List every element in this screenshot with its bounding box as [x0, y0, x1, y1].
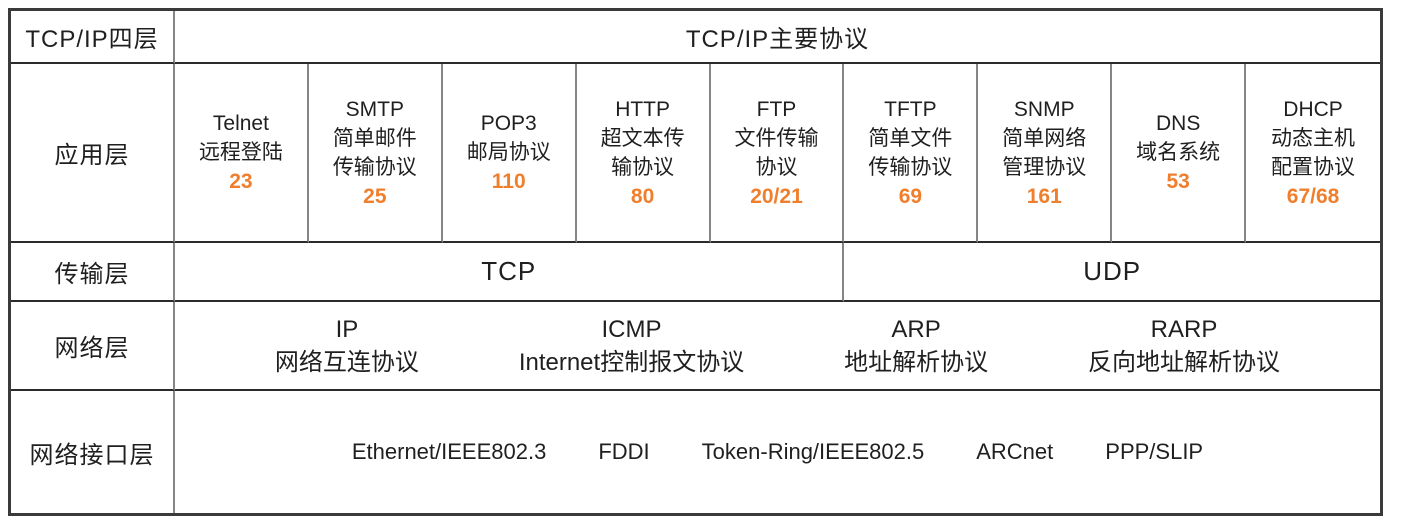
interface-item-fddi: FDDI — [598, 439, 650, 464]
protocol-port: 110 — [491, 170, 526, 193]
protocol-name: POP3 — [480, 112, 537, 135]
protocol-description: 网络互连协议 — [274, 348, 419, 376]
tcp-cell: TCP — [175, 243, 845, 302]
protocol-description: 简单文件 传输协议 — [868, 126, 953, 179]
protocol-name: IP — [335, 315, 359, 343]
protocol-name: HTTP — [615, 97, 671, 121]
network-layer-label: 网络层 — [11, 302, 175, 391]
protocol-cell-telnet: Telnet 远程登陆 23 — [175, 64, 309, 243]
transport-layer-label: 传输层 — [11, 243, 175, 302]
network-protocol-ip: IP 网络互连协议 — [275, 313, 419, 379]
protocol-port: 23 — [229, 170, 253, 193]
protocol-cell-smtp: SMTP 简单邮件 传输协议 25 — [308, 64, 443, 243]
interface-item-ppp-slip: PPP/SLIP — [1105, 439, 1204, 464]
interface-layer-label: 网络接口层 — [11, 391, 175, 513]
protocol-name: DHCP — [1283, 97, 1343, 121]
protocol-cell-tftp: TFTP 简单文件 传输协议 69 — [844, 64, 979, 243]
protocol-name: DNS — [1155, 112, 1201, 135]
interface-item-token-ring: Token-Ring/IEEE802.5 — [701, 439, 925, 464]
protocol-port: 25 — [363, 184, 387, 208]
protocol-name: FTP — [756, 97, 797, 121]
protocol-cell-http: HTTP 超文本传 输协议 80 — [576, 64, 711, 243]
protocol-cell-ftp: FTP 文件传输 协议 20/21 — [710, 64, 845, 243]
protocol-name: RARP — [1150, 315, 1218, 343]
protocol-port: 69 — [898, 184, 923, 208]
protocol-name: ARP — [891, 315, 941, 343]
protocol-cell-dns: DNS 域名系统 53 — [1112, 64, 1247, 243]
protocol-description: 简单邮件 传输协议 — [332, 126, 417, 179]
network-protocol-icmp: ICMP Internet控制报文协议 — [519, 313, 744, 379]
protocol-description: 地址解析协议 — [844, 348, 989, 376]
protocol-port: 80 — [630, 184, 655, 208]
protocol-port: 161 — [1026, 184, 1062, 208]
protocol-description: 文件传输 协议 — [734, 126, 819, 179]
protocol-cell-dhcp: DHCP 动态主机 配置协议 67/68 — [1246, 64, 1380, 243]
protocol-description: 邮局协议 — [466, 141, 551, 164]
interface-item-arcnet: ARCnet — [976, 439, 1054, 464]
protocol-description: 简单网络 管理协议 — [1002, 126, 1087, 179]
interface-item-ethernet: Ethernet/IEEE802.3 — [351, 439, 547, 464]
protocol-name: SMTP — [345, 97, 404, 121]
protocol-name: Telnet — [212, 112, 269, 135]
interface-layer-cell: Ethernet/IEEE802.3 FDDI Token-Ring/IEEE8… — [175, 391, 1380, 513]
protocol-name: ICMP — [601, 315, 662, 343]
protocol-cell-pop3: POP3 邮局协议 110 — [442, 64, 577, 243]
protocol-port: 67/68 — [1286, 184, 1340, 208]
header-row-label: TCP/IP四层 — [11, 11, 175, 64]
protocol-name: TFTP — [884, 97, 937, 121]
tcpip-layers-table: TCP/IP四层 TCP/IP主要协议 应用层 Telnet 远程登陆 23 S… — [8, 8, 1383, 516]
protocol-description: 反向地址解析协议 — [1088, 348, 1281, 376]
network-protocol-arp: ARP 地址解析协议 — [844, 313, 988, 379]
protocol-cell-snmp: SNMP 简单网络 管理协议 161 — [978, 64, 1113, 243]
protocol-port: 20/21 — [750, 184, 803, 208]
protocol-name: SNMP — [1013, 97, 1075, 121]
protocol-description: 域名系统 — [1136, 141, 1221, 164]
network-protocol-rarp: RARP 反向地址解析协议 — [1088, 313, 1280, 379]
network-layer-cell: IP 网络互连协议 ICMP Internet控制报文协议 ARP 地址解析协议… — [175, 302, 1380, 391]
udp-cell: UDP — [844, 243, 1380, 302]
protocol-description: 远程登陆 — [198, 141, 283, 164]
protocol-description: 超文本传 输协议 — [600, 126, 685, 179]
protocol-description: 动态主机 配置协议 — [1271, 126, 1356, 179]
application-layer-label: 应用层 — [11, 64, 175, 243]
protocol-description: Internet控制报文协议 — [518, 348, 745, 376]
protocol-port: 53 — [1166, 170, 1190, 193]
table-title: TCP/IP主要协议 — [175, 11, 1380, 64]
